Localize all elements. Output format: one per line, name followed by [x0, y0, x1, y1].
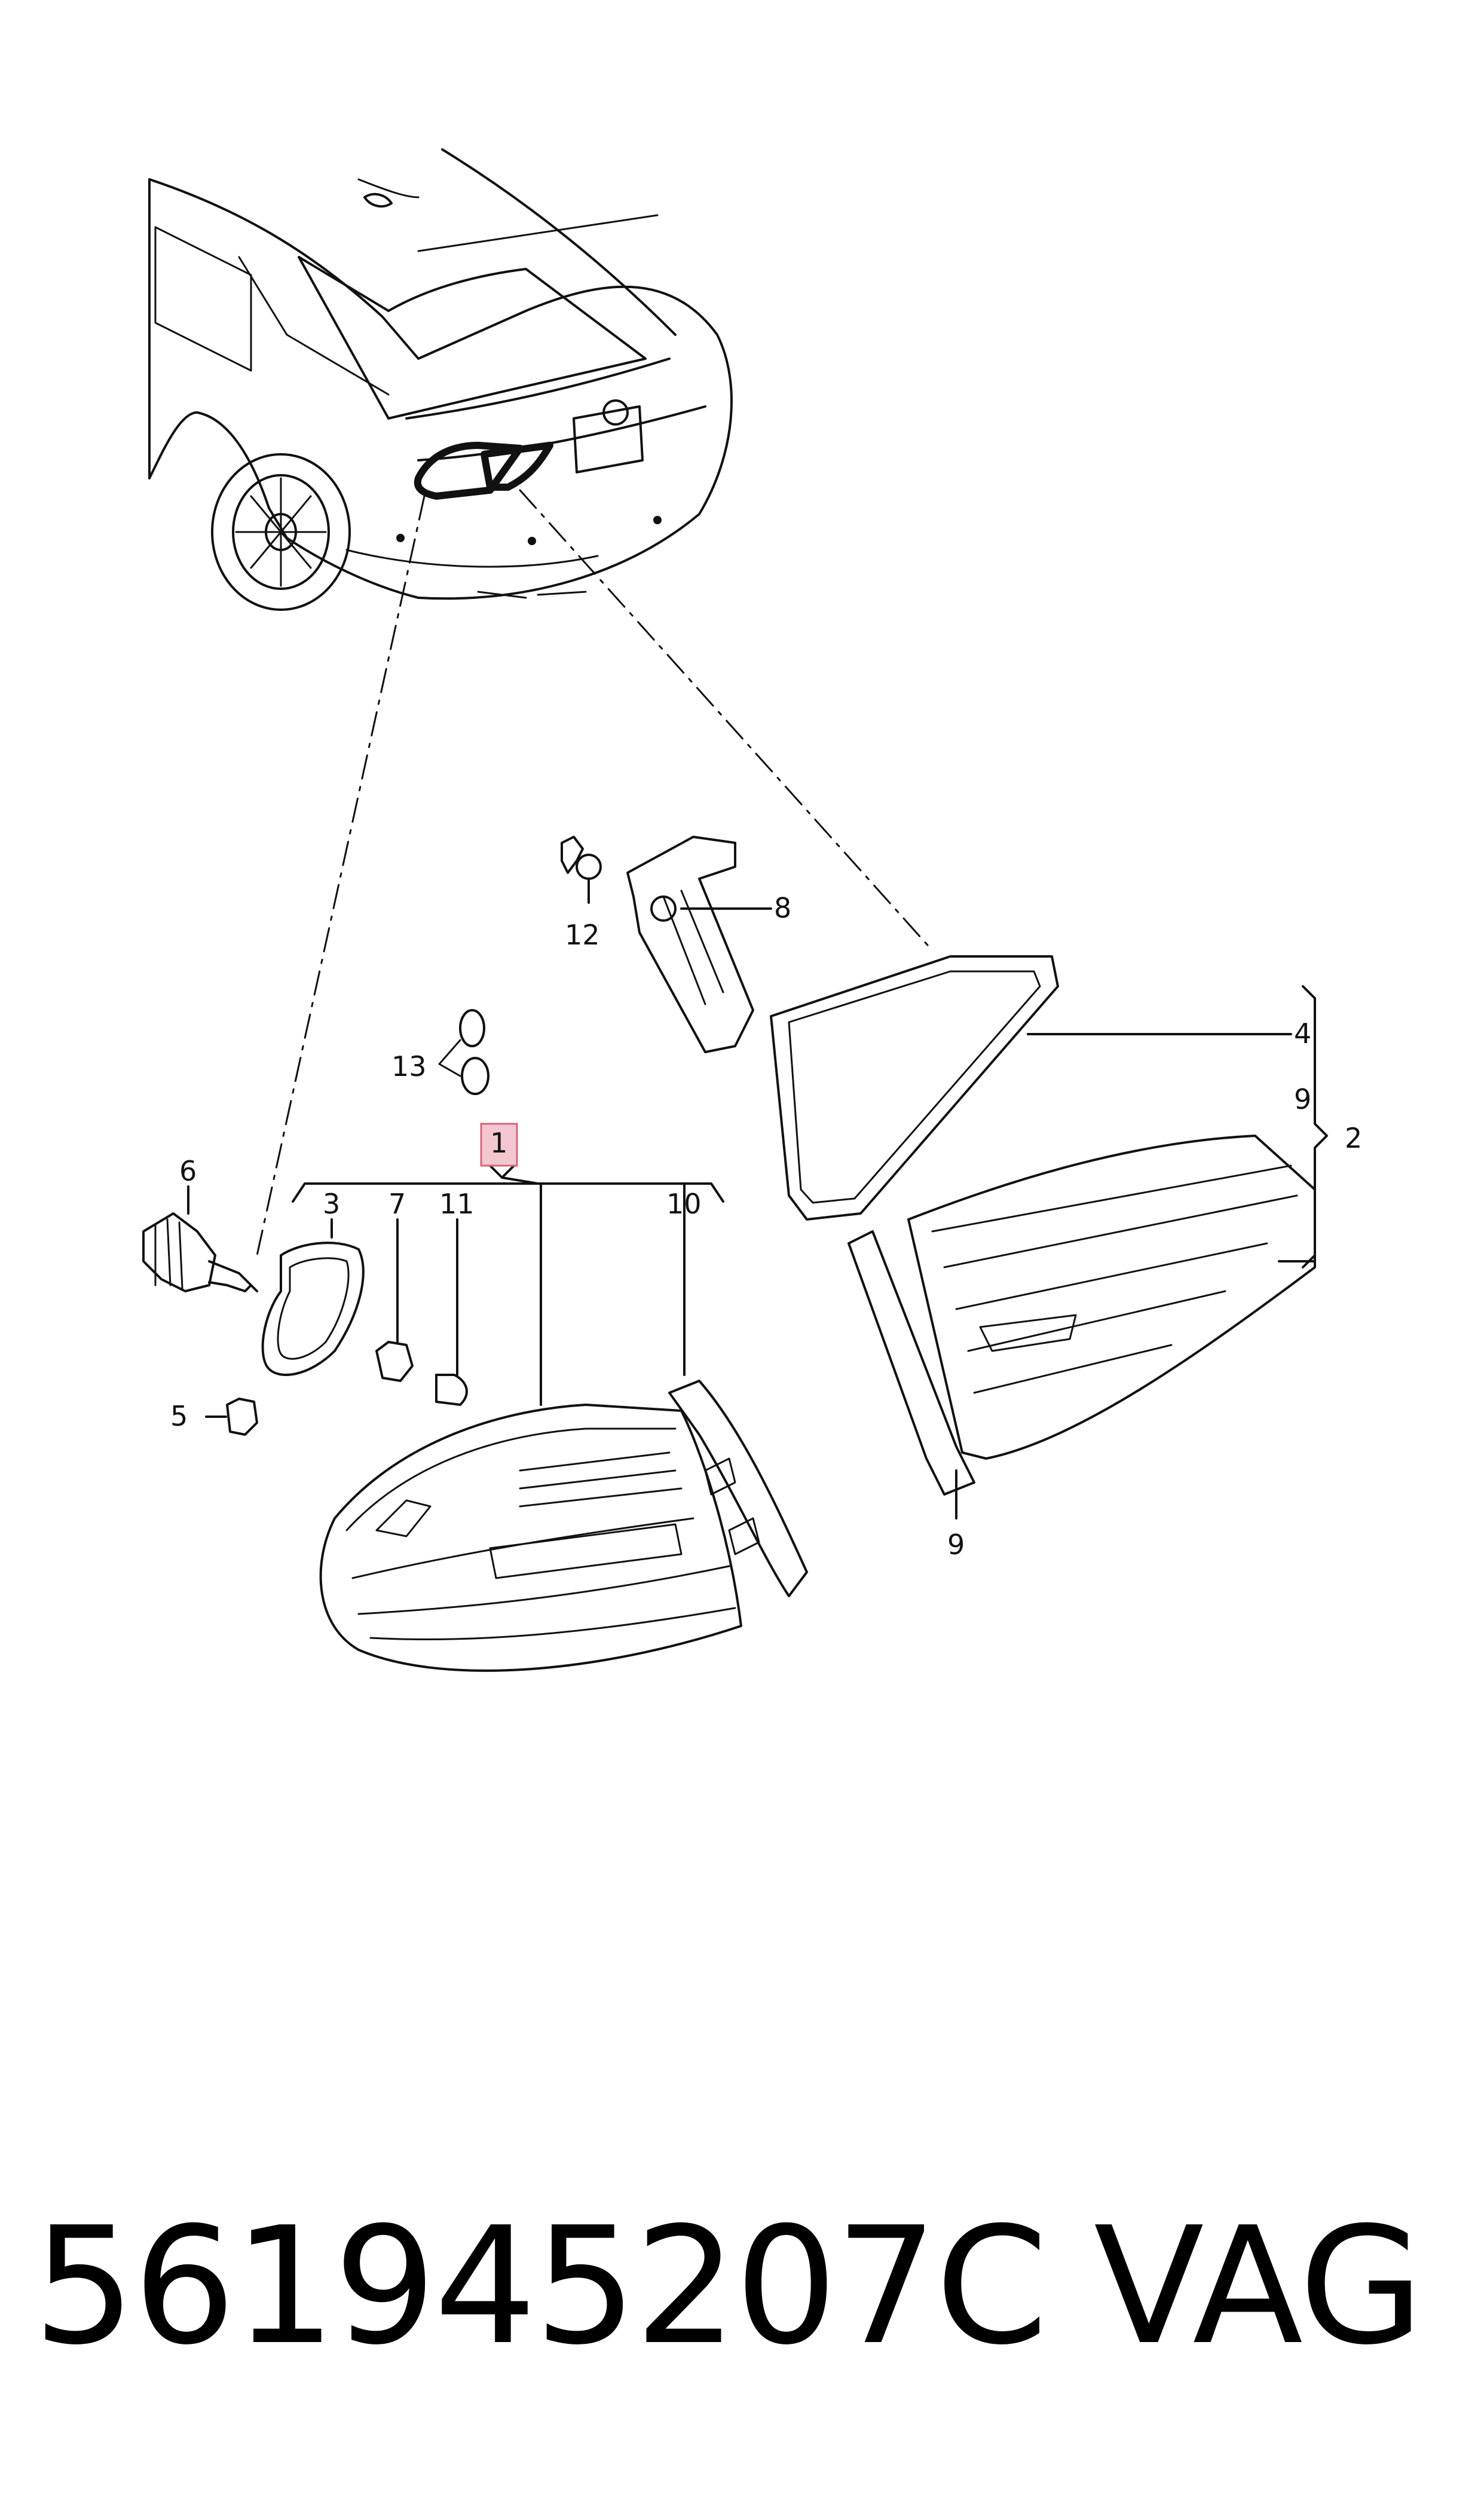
inner-tail-lamp: [847, 1135, 1316, 1496]
callout-9-upper: 9: [1294, 1083, 1311, 1115]
car-rear-view: [148, 148, 733, 611]
bracket-part: [626, 836, 754, 1053]
parts-diagram: 1 2 3 4 5 6 7 8 9 9 10 11 12 13: [142, 148, 1362, 1672]
callout-5: 5: [170, 1400, 188, 1432]
outer-tail-lamp: [319, 1404, 742, 1672]
callout-2: 2: [1345, 1122, 1362, 1154]
callout-3: 3: [323, 1188, 340, 1220]
highlight-box: [480, 1123, 518, 1167]
leader-lines: [256, 489, 934, 1257]
clip-part: [561, 836, 584, 874]
callout-13: 13: [391, 1050, 427, 1083]
callout-7: 7: [388, 1188, 406, 1220]
part-number: 561945207C: [33, 2192, 1048, 2380]
callout-1: 1: [490, 1127, 507, 1159]
outer-lamp-strip: [668, 1380, 808, 1597]
callout-8: 8: [774, 892, 791, 924]
callout-4: 4: [1294, 1017, 1311, 1050]
brand-label: VAG: [1094, 2192, 1424, 2380]
callout-11: 11: [439, 1188, 475, 1220]
callout-9-lower: 9: [947, 1528, 965, 1561]
bulb-holder-part: [142, 1212, 258, 1292]
inner-lamp-seal: [770, 955, 1059, 1221]
callout-6: 6: [179, 1155, 197, 1187]
lamp-gasket: [261, 1242, 365, 1376]
callout-12: 12: [565, 919, 600, 951]
callout-10: 10: [666, 1188, 702, 1220]
